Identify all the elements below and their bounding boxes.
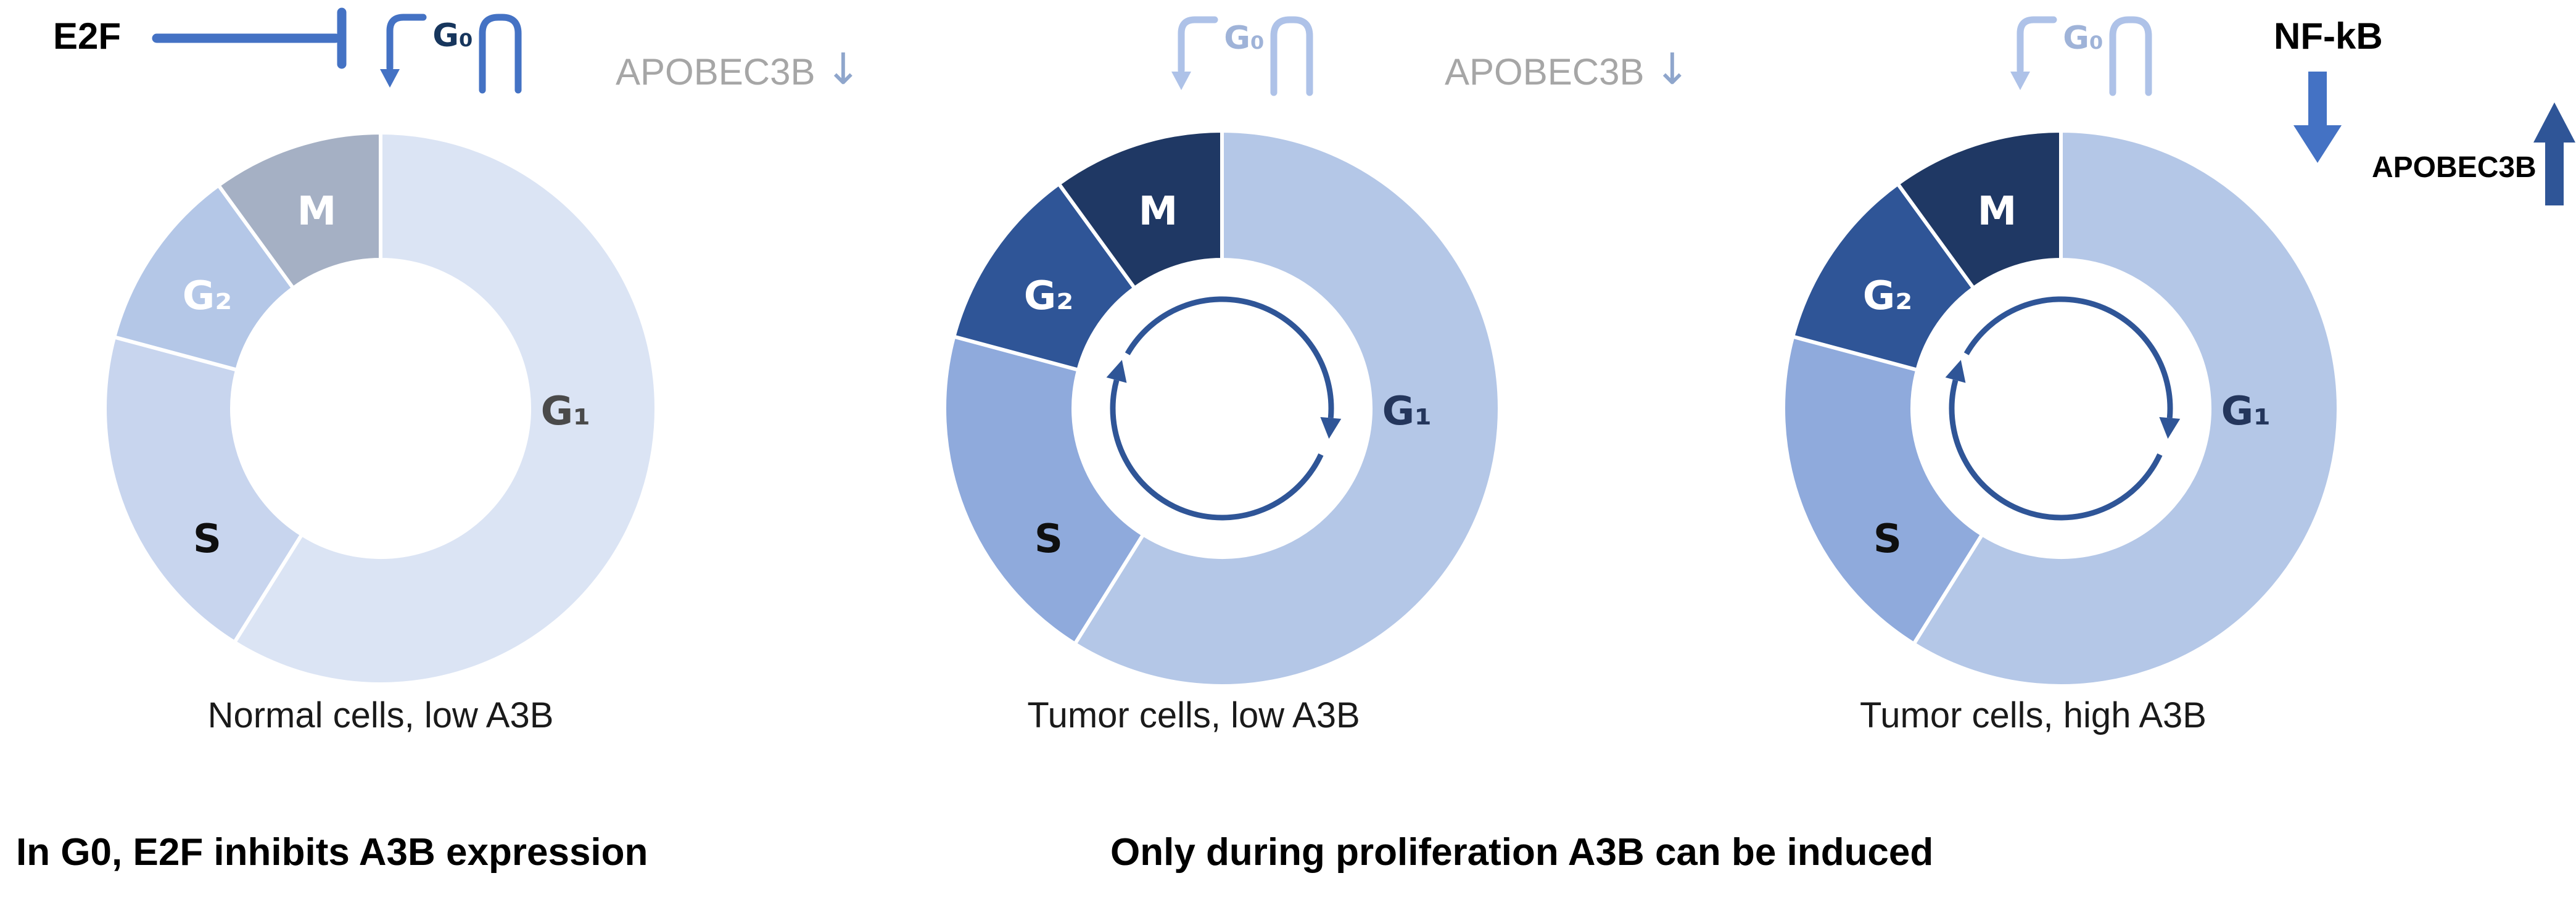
proliferation-arrow-arc [1949,379,2163,521]
e2f-inhibition-arrow [152,7,347,69]
proliferation-arrow-arc [1963,296,2173,418]
cycle-segment-s [1781,334,1984,646]
g0-return-arrow [479,14,522,94]
proliferation-arrow-arc [1110,379,1324,521]
g0-exit-arrowhead [2010,72,2030,90]
proliferation-arrowhead [1320,416,1342,439]
g0-return-arrow [2109,16,2152,96]
cycle-segment-g2 [112,183,295,372]
proliferation-arrow-arc [1125,296,1334,418]
proliferation-arrowhead [1106,360,1127,383]
cycle-segment-m [1057,129,1224,291]
cycle-segment-s [943,334,1146,646]
cycle-segment-m [217,131,382,291]
proliferation-arrowhead [2159,416,2181,439]
cycle-segment-g2 [1791,181,1976,372]
apobec3b-up-arrow [2533,102,2575,205]
cycle-segment-g2 [952,181,1137,372]
g0-exit-arrow [1178,16,1218,74]
cycle-segment-g1 [1073,129,1501,688]
cycle-segment-g1 [233,131,658,686]
g0-exit-arrowhead [1171,72,1191,90]
proliferation-arrowhead [1945,360,1966,383]
g0-return-arrow [1270,16,1313,96]
cycle-segment-g1 [1912,129,2340,688]
g0-exit-arrow [386,14,427,72]
nfkb-down-arrow [2293,72,2342,163]
cycle-segment-m [1896,129,2063,291]
cycle-segment-s [103,335,304,645]
g0-exit-arrowhead [380,69,400,88]
g0-exit-arrow [2017,16,2057,74]
